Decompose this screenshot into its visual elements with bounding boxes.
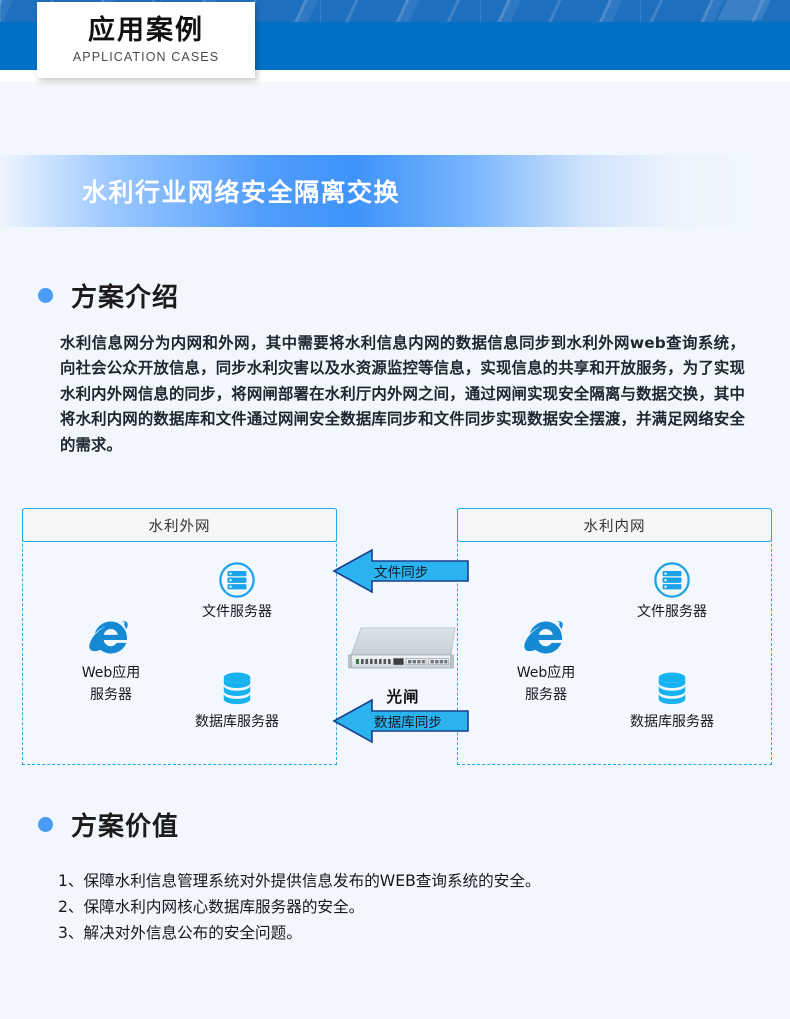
zone-outer-network: 水利外网 文件服务器 <box>22 508 337 765</box>
section-heading-value: 方案价值 <box>38 806 179 843</box>
architecture-diagram: 水利外网 文件服务器 <box>0 500 790 775</box>
zone-inner-body <box>457 509 772 765</box>
node-outer-file-server: 文件服务器 <box>172 561 302 622</box>
section-banner: 水利行业网络安全隔离交换 <box>0 155 790 227</box>
bullet-dot-icon <box>38 288 53 303</box>
file-server-icon <box>653 561 691 599</box>
node-outer-web-server-label-1: Web应用 <box>81 665 141 681</box>
zone-inner-title: 水利内网 <box>457 508 772 542</box>
page-header: 应用案例 APPLICATION CASES <box>0 0 790 82</box>
gateway-device-label: 光闸 <box>386 688 420 706</box>
database-icon <box>653 671 691 707</box>
intro-paragraph: 水利信息网分为内网和外网，其中需要将水利信息内网的数据信息同步到水利外网web查… <box>60 334 745 454</box>
zone-outer-title: 水利外网 <box>22 508 337 542</box>
header-pattern-block <box>717 0 771 20</box>
node-outer-web-server-label-2: 服务器 <box>90 687 132 703</box>
database-icon <box>218 671 256 707</box>
value-list: 1、保障水利信息管理系统对外提供信息发布的WEB查询系统的安全。 2、保障水利内… <box>58 868 758 946</box>
node-inner-web-server: Web应用 服务器 <box>481 613 611 705</box>
section-heading-intro: 方案介绍 <box>38 277 179 314</box>
section-heading-intro-label: 方案介绍 <box>71 283 180 313</box>
node-inner-file-server-label: 文件服务器 <box>637 604 707 620</box>
gateway-device: 光闸 <box>347 626 459 707</box>
arrow-db-sync-label: 数据库同步 <box>374 715 442 731</box>
list-item: 1、保障水利信息管理系统对外提供信息发布的WEB查询系统的安全。 <box>58 872 541 890</box>
bullet-dot-icon <box>38 817 53 832</box>
node-inner-web-server-label-2: 服务器 <box>525 687 567 703</box>
internet-explorer-icon <box>522 613 570 661</box>
file-server-icon <box>218 561 256 599</box>
section-heading-value-label: 方案价值 <box>71 812 180 842</box>
zone-inner-network: 水利内网 文件服务器 <box>457 508 772 765</box>
header-title-en: APPLICATION CASES <box>72 50 220 65</box>
banner-title: 水利行业网络安全隔离交换 <box>82 178 401 207</box>
node-outer-db-server: 数据库服务器 <box>172 671 302 732</box>
node-outer-file-server-label: 文件服务器 <box>202 604 272 620</box>
zone-outer-body <box>22 509 337 765</box>
list-item: 3、解决对外信息公布的安全问题。 <box>58 924 302 942</box>
arrow-file-sync-label: 文件同步 <box>374 565 429 581</box>
node-inner-db-server-label: 数据库服务器 <box>630 714 714 730</box>
rack-server-icon <box>348 627 456 669</box>
internet-explorer-icon <box>87 613 135 661</box>
arrow-file-sync: 文件同步 <box>332 548 470 594</box>
header-title-plate: 应用案例 APPLICATION CASES <box>37 2 255 78</box>
header-title-cn: 应用案例 <box>88 14 204 46</box>
node-outer-db-server-label: 数据库服务器 <box>195 714 279 730</box>
node-inner-web-server-label-1: Web应用 <box>516 665 576 681</box>
list-item: 2、保障水利内网核心数据库服务器的安全。 <box>58 898 365 916</box>
arrow-db-sync: 数据库同步 <box>332 698 470 744</box>
node-outer-web-server: Web应用 服务器 <box>46 613 176 705</box>
node-inner-file-server: 文件服务器 <box>607 561 737 622</box>
node-inner-db-server: 数据库服务器 <box>607 671 737 732</box>
